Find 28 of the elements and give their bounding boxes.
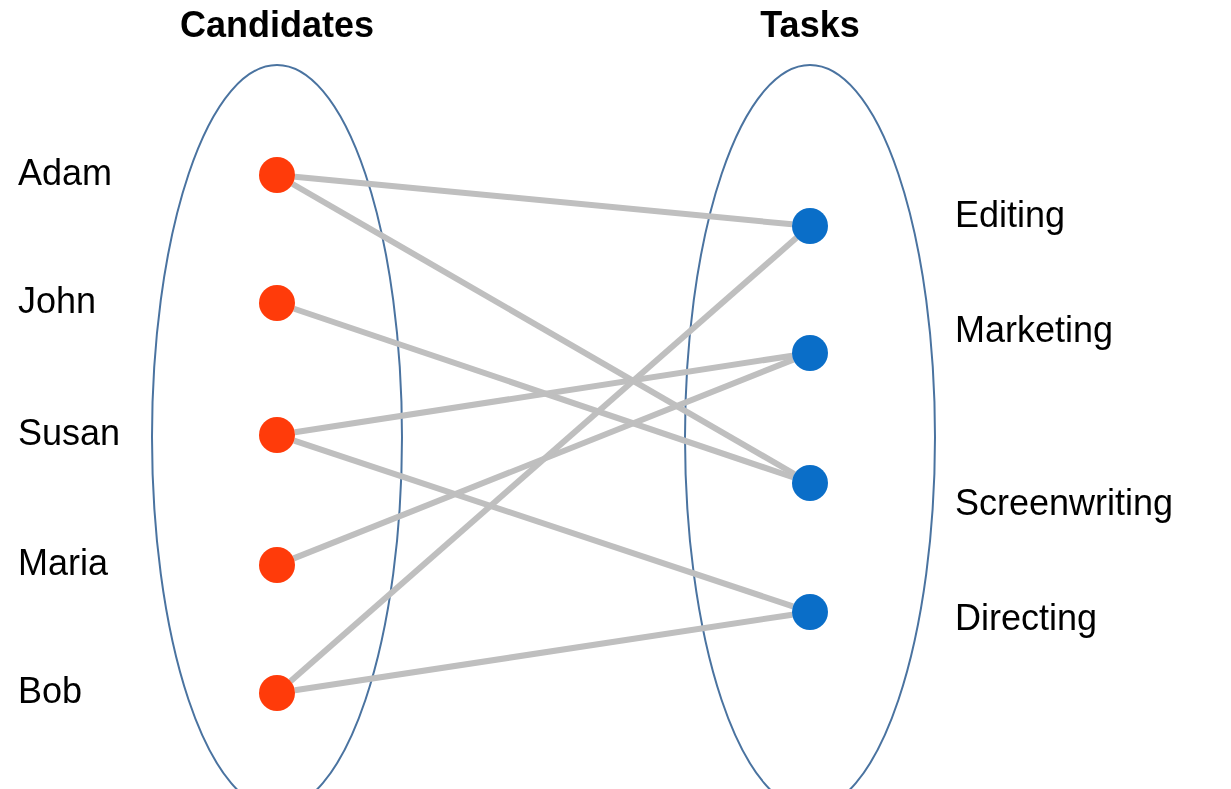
connector-line xyxy=(288,235,799,684)
vertex-dot xyxy=(259,417,295,453)
set-heading: Tasks xyxy=(759,3,861,47)
vertex-label: Adam xyxy=(18,151,113,195)
vertex-dot xyxy=(792,208,828,244)
connector-line xyxy=(293,437,794,610)
vertex-label: Screenwriting xyxy=(955,481,1174,525)
vertex-dot xyxy=(792,465,828,501)
vertex-label: John xyxy=(18,279,97,323)
connector-line xyxy=(292,356,795,562)
vertex-label: Directing xyxy=(955,596,1098,640)
set-heading: Candidates xyxy=(178,3,375,47)
vertex-label: Maria xyxy=(18,541,109,585)
vertex-label: Susan xyxy=(18,411,121,455)
connector-line xyxy=(294,352,793,436)
vertex-label: Bob xyxy=(18,669,83,713)
connector-line xyxy=(294,611,793,694)
vertex-dot xyxy=(259,547,295,583)
vertex-label: Marketing xyxy=(955,308,1114,352)
connector-line xyxy=(293,305,794,481)
vertex-dot xyxy=(259,675,295,711)
vertex-dot xyxy=(259,285,295,321)
connector-line xyxy=(294,173,793,228)
vertex-dot xyxy=(259,157,295,193)
connector-line xyxy=(291,181,796,477)
vertex-dot xyxy=(792,594,828,630)
vertex-label: Editing xyxy=(955,193,1066,237)
vertex-dot xyxy=(792,335,828,371)
